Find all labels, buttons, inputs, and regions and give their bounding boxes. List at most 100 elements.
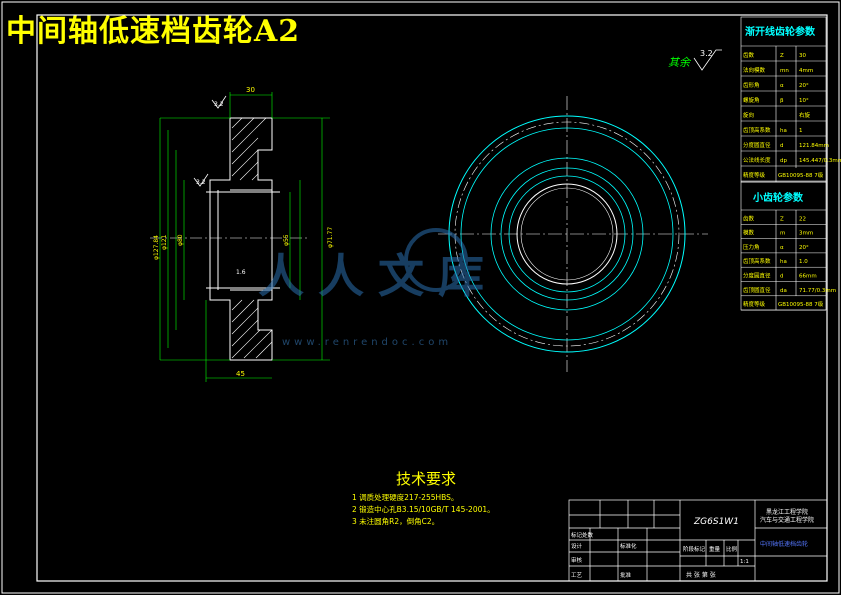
- table1-param-name: 齿顶高系数: [743, 126, 771, 134]
- table2-param-symbol: α: [780, 245, 784, 251]
- hub-outline: [209, 180, 272, 300]
- table1-param-value: 右旋: [799, 111, 811, 119]
- check-label: 审核: [571, 556, 583, 564]
- table2-param-value: 20°: [799, 245, 809, 251]
- hub-circle: [500, 167, 634, 301]
- table1-param-value: 121.84mm: [799, 143, 829, 149]
- part-name-label: 中间轴低速档齿轮: [760, 540, 808, 548]
- table2-param-value: 22: [799, 216, 806, 222]
- table1-param-value: 10°: [799, 98, 809, 104]
- table1-param-symbol: d: [780, 143, 784, 149]
- table2-param-symbol: ha: [780, 259, 787, 265]
- pitch-circle: [454, 121, 680, 347]
- dim-bore: φ55: [283, 234, 290, 246]
- table2-param-value: 1.0: [799, 259, 808, 265]
- roughness-2: 3.2: [196, 179, 206, 186]
- roughness-1: 3.2: [214, 101, 224, 108]
- roughness-symbol-1: [211, 95, 227, 109]
- table2-param-symbol: da: [780, 288, 787, 294]
- weight-label: 重量: [709, 545, 721, 553]
- table1-param-symbol: Z: [780, 53, 784, 59]
- table2-param-symbol: Z: [780, 216, 784, 222]
- roughness-symbol-2: [193, 173, 209, 187]
- tech-requirements-heading: 技术要求: [396, 470, 456, 488]
- table2-param-value: 66mm: [799, 274, 817, 280]
- table1-param-name: 齿形角: [743, 81, 760, 89]
- dim-width-top: 30: [246, 86, 255, 94]
- scale-value: 1:1: [740, 559, 749, 565]
- dim-width-bottom: 45: [236, 370, 245, 378]
- table1-param-value: GB10095-88 7级: [778, 171, 824, 179]
- table2-param-name: 分度圆直径: [743, 272, 771, 280]
- watermark-ring: [404, 228, 468, 292]
- watermark-url: www.renrendoc.com: [282, 337, 452, 348]
- table1-param-symbol: α: [780, 83, 784, 89]
- roughness-note-symbol: [693, 49, 722, 71]
- inner-frame: [36, 14, 828, 582]
- bore-chamfer-circle: [520, 187, 614, 281]
- table2-param-name: 模数: [743, 229, 755, 237]
- std-label: 标准化: [620, 542, 637, 550]
- table1-param-name: 法向模数: [743, 66, 766, 74]
- table2-param-name: 压力角: [743, 243, 760, 251]
- table2-param-name: 齿数: [743, 214, 755, 222]
- drawing-title: 中间轴低速档齿轮A2: [6, 14, 301, 49]
- roughness-note-prefix: 其余: [668, 56, 692, 69]
- table1-param-name: 分度圆直径: [743, 141, 771, 149]
- tech-requirement-3: 3 未注圆角R2，倒角C2。: [352, 516, 439, 526]
- table2-param-name: 精度等级: [743, 300, 766, 308]
- table1-param-symbol: mn: [780, 68, 789, 74]
- stage-label: 阶段标记: [683, 545, 706, 553]
- param-table-2-heading: 小齿轮参数: [752, 191, 804, 204]
- dim-hub: φ80: [177, 234, 184, 246]
- table1-param-symbol: β: [780, 98, 784, 104]
- roughness-3: 1.6: [236, 269, 246, 276]
- table2-param-symbol: m: [780, 231, 785, 237]
- dim-small: φ71.77: [327, 227, 334, 248]
- scale-label: 比例: [726, 545, 738, 553]
- process-label: 工艺: [571, 572, 583, 579]
- tech-requirement-1: 1 调质处理硬度217-255HBS。: [352, 492, 458, 502]
- table1-param-value: 20°: [799, 83, 809, 89]
- table1-param-name: 齿数: [743, 51, 755, 59]
- root-circle: [460, 127, 674, 341]
- table2-param-value: 3mm: [799, 231, 813, 237]
- dim-d: φ121: [161, 234, 168, 250]
- table1-param-value: 4mm: [799, 68, 813, 74]
- approve-label: 批准: [620, 571, 632, 579]
- watermark-text: 人人文库: [258, 249, 498, 303]
- table1-param-name: 螺旋角: [743, 96, 760, 104]
- table1-param-name: 精度等级: [743, 171, 766, 179]
- web-outer-circle: [490, 157, 644, 311]
- table1-param-name: 公法线长度: [743, 156, 771, 164]
- table2-param-value: GB10095-88 7级: [778, 300, 824, 308]
- sheets-label: 共 张 第 张: [686, 571, 716, 579]
- table1-param-value: 145.447/0.3mm: [799, 158, 841, 164]
- table1-param-symbol: dp: [780, 158, 787, 164]
- drawing-number: ZG6S1W1: [693, 517, 739, 527]
- roughness-note-value: 3.2: [700, 49, 713, 58]
- table2-param-name: 齿顶圆直径: [743, 286, 771, 294]
- dim-da: φ127.84: [153, 235, 160, 260]
- table1-param-symbol: ha: [780, 128, 787, 134]
- table1-param-value: 1: [799, 128, 803, 134]
- rim-outline: [209, 117, 273, 361]
- school-line-1: 黑龙江工程学院: [766, 508, 808, 516]
- title-block: [568, 499, 828, 582]
- hub-inner-circle: [508, 175, 626, 293]
- design-label: 设计: [571, 542, 583, 550]
- school-line-2: 汽车与交通工程学院: [760, 516, 814, 524]
- table2-param-value: 71.77/0.3mm: [799, 288, 836, 294]
- front-view: [438, 96, 708, 372]
- tech-requirement-2: 2 锻造中心孔B3.15/10GB/T 145-2001。: [352, 504, 495, 514]
- table1-param-value: 30: [799, 53, 806, 59]
- section-view: [150, 92, 330, 382]
- hatching: [231, 117, 273, 359]
- table2-param-symbol: d: [780, 274, 784, 280]
- table1-param-name: 旋向: [743, 111, 754, 119]
- param-table-1-heading: 渐开线齿轮参数: [745, 25, 816, 38]
- mark-label: 标记处数: [571, 531, 594, 539]
- table2-param-name: 齿顶高系数: [743, 257, 771, 265]
